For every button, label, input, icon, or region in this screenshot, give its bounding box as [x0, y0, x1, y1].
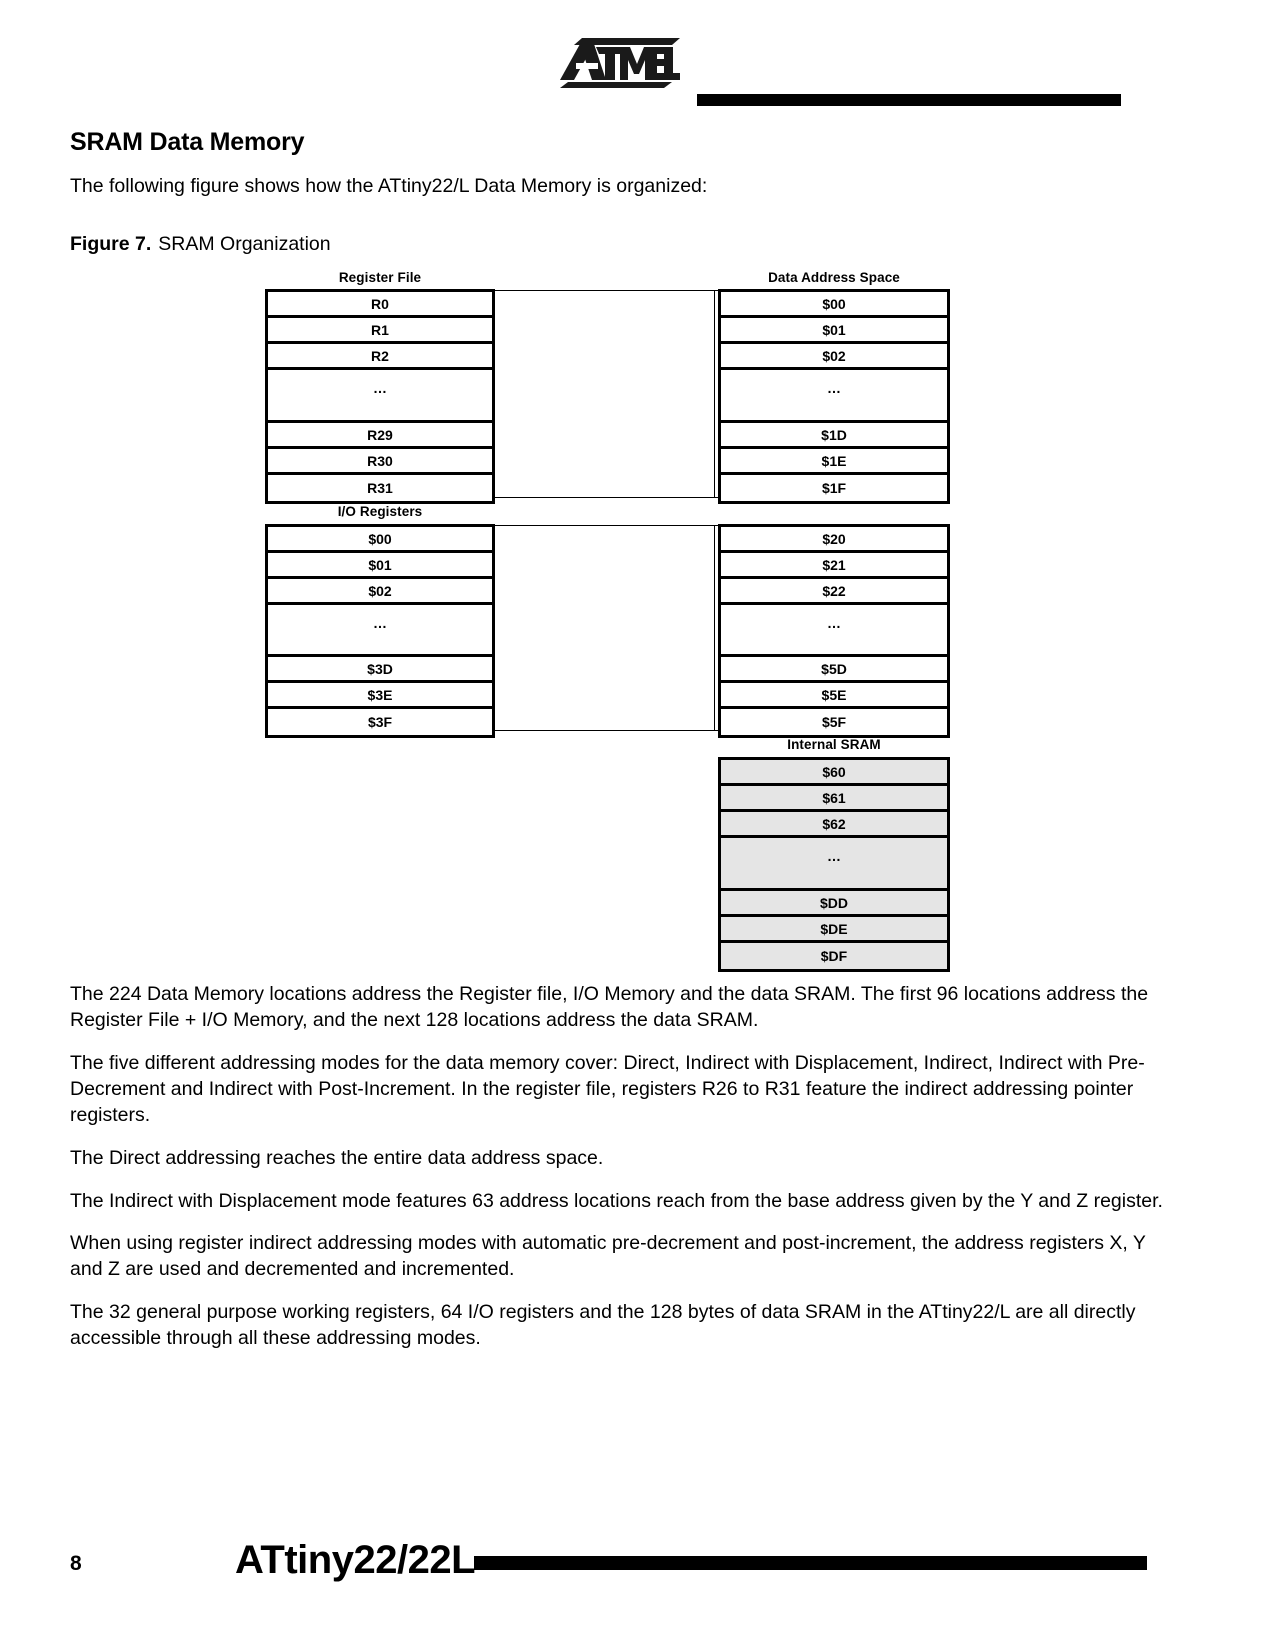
connector-vertical-register-block [714, 290, 715, 498]
figure-caption: Figure 7. SRAM Organization [70, 233, 1170, 256]
table-row: $5E [721, 683, 947, 709]
table-row: R31 [268, 475, 492, 501]
table-row: $22 [721, 579, 947, 605]
body-copy: The 224 Data Memory locations address th… [70, 982, 1170, 1369]
heading-data-address-space: Data Address Space [768, 270, 900, 285]
table-row: $5F [721, 709, 947, 735]
atmel-logo [560, 38, 680, 88]
table-row: $02 [268, 579, 492, 605]
table-row-ellipsis: … [721, 838, 947, 891]
table-row: $DE [721, 917, 947, 943]
connector-bottom-io-block [493, 730, 721, 731]
table-row: $01 [721, 318, 947, 344]
table-row: $5D [721, 657, 947, 683]
register-address-space-table: $00 $01 $02 … $1D $1E $1F [718, 289, 950, 504]
table-row: R1 [268, 318, 492, 344]
table-row: $60 [721, 760, 947, 786]
heading-io-registers: I/O Registers [337, 504, 423, 519]
footer-rule [474, 1556, 1147, 1570]
table-row: $02 [721, 344, 947, 370]
figure-label: Figure 7. [70, 232, 152, 255]
paragraph: The 32 general purpose working registers… [70, 1301, 1136, 1350]
header-rule [697, 94, 1121, 106]
connector-bottom-register-block [493, 497, 721, 498]
table-row: $1D [721, 423, 947, 449]
table-row: $61 [721, 786, 947, 812]
table-row-ellipsis: … [721, 605, 947, 657]
table-row: $DF [721, 943, 947, 969]
sram-organization-figure: Register File Data Address Space I/O Reg… [0, 258, 1275, 972]
paragraph: The five different addressing modes for … [70, 1051, 1145, 1126]
page-title: SRAM Data Memory [70, 128, 305, 156]
table-row: R30 [268, 449, 492, 475]
io-address-space-table: $20 $21 $22 … $5D $5E $5F [718, 524, 950, 738]
footer-document-title: ATtiny22/22L [235, 1538, 476, 1582]
table-row-ellipsis: … [268, 370, 492, 423]
table-row: $01 [268, 553, 492, 579]
paragraph: The Direct addressing reaches the entire… [70, 1146, 604, 1169]
connector-vertical-io-block [714, 525, 715, 731]
connector-top-io-block [493, 525, 721, 526]
table-row: $1F [721, 475, 947, 501]
page-footer: 8 ATtiny22/22L [0, 1538, 1275, 1598]
table-row: $1E [721, 449, 947, 475]
register-file-table: R0 R1 R2 … R29 R30 R31 [265, 289, 495, 504]
intro-paragraph: The following figure shows how the ATtin… [70, 175, 708, 197]
table-row: $21 [721, 553, 947, 579]
paragraph: The 224 Data Memory locations address th… [70, 983, 1149, 1031]
page-number: 8 [70, 1552, 82, 1575]
table-row: $62 [721, 812, 947, 838]
paragraph: When using register indirect addressing … [70, 1232, 1146, 1281]
table-row: R29 [268, 423, 492, 449]
table-row: $00 [268, 527, 492, 553]
io-registers-table: $00 $01 $02 … $3D $3E $3F [265, 524, 495, 738]
figure-title: SRAM Organization [158, 232, 331, 255]
table-row: $3D [268, 657, 492, 683]
table-row-ellipsis: … [721, 370, 947, 423]
table-row: R0 [268, 292, 492, 318]
table-row: $3F [268, 709, 492, 735]
page-header [0, 38, 1275, 106]
paragraph: The Indirect with Displacement mode feat… [70, 1189, 1163, 1212]
internal-sram-table: $60 $61 $62 … $DD $DE $DF [718, 757, 950, 972]
heading-register-file: Register File [338, 270, 422, 285]
table-row: R2 [268, 344, 492, 370]
connector-top-register-block [493, 290, 721, 291]
heading-internal-sram: Internal SRAM [787, 737, 881, 752]
table-row: $00 [721, 292, 947, 318]
table-row-ellipsis: … [268, 605, 492, 657]
section-intro: SRAM Data Memory The following figure sh… [70, 128, 1170, 256]
table-row: $20 [721, 527, 947, 553]
table-row: $3E [268, 683, 492, 709]
table-row: $DD [721, 891, 947, 917]
